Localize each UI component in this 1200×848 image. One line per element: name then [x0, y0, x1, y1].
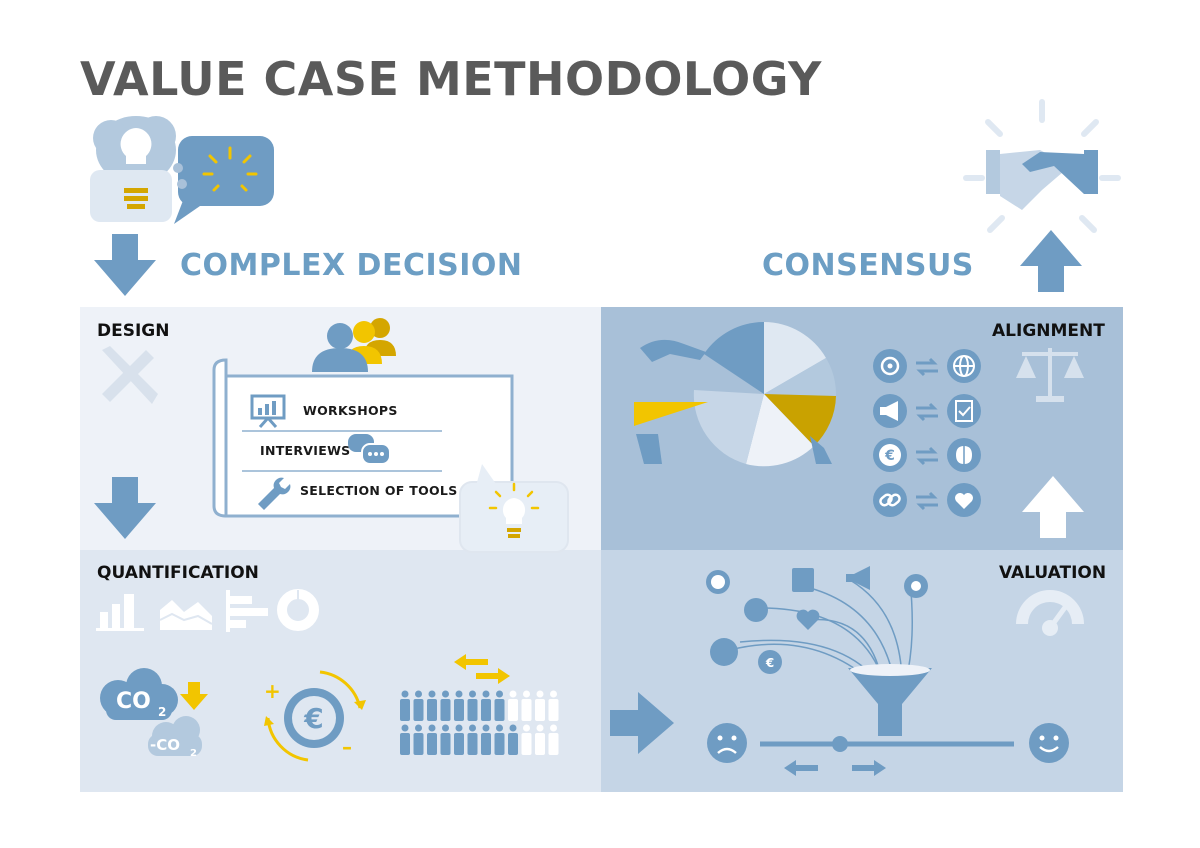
person-figure	[535, 690, 545, 721]
up-arrow-icon	[1020, 230, 1082, 292]
target-icon	[873, 349, 907, 383]
euro-cycle-icon: € + –	[264, 670, 366, 762]
person-figure	[454, 690, 464, 721]
co2-cloud-icon: CO 2 -CO 2	[100, 668, 208, 759]
heart-icon	[947, 483, 981, 517]
exchange-arrows-icon	[916, 402, 938, 422]
bar-horizontal-icon	[226, 590, 268, 632]
ruler-pencil-icon	[102, 346, 158, 404]
idea-bubble-icon	[459, 464, 569, 553]
lightbulb-icon	[90, 116, 176, 222]
exchange-arrows-gold-icon	[454, 654, 510, 684]
exchange-arrows-icon	[916, 491, 938, 511]
person-figure	[467, 690, 478, 721]
person-figure	[440, 690, 451, 721]
svg-text:+: +	[264, 679, 281, 703]
people-icon	[312, 318, 396, 372]
up-arrow-white-icon	[1022, 476, 1084, 538]
person-figure	[400, 690, 410, 721]
person-figure	[481, 724, 491, 755]
person-figure	[427, 724, 437, 755]
person-figure	[508, 690, 518, 721]
svg-text:€: €	[884, 448, 895, 464]
svg-text:–: –	[342, 735, 352, 759]
gauge-icon	[1016, 590, 1084, 636]
svg-text:-CO: -CO	[150, 736, 180, 754]
svg-text:€: €	[765, 656, 774, 670]
person-figure	[521, 724, 532, 755]
person-figure	[508, 724, 518, 755]
person-figure	[548, 724, 559, 755]
person-figure	[413, 690, 424, 721]
euro-icon: €	[873, 438, 907, 472]
svg-text:2: 2	[158, 705, 166, 719]
page-title: VALUE CASE METHODOLOGY	[80, 52, 822, 106]
person-figure	[440, 724, 451, 755]
person-figure	[427, 690, 437, 721]
svg-text:€: €	[303, 702, 323, 735]
down-arrow-icon	[94, 234, 156, 296]
down-arrow-design-icon	[94, 477, 156, 539]
step-selection-of-tools: SELECTION OF TOOLS	[300, 483, 458, 498]
person-figure	[535, 724, 545, 755]
valuation-label: VALUATION	[999, 563, 1107, 583]
happy-face-icon	[1029, 723, 1069, 763]
person-figure	[413, 724, 424, 755]
person-figure	[521, 690, 532, 721]
exchange-arrows-icon	[916, 446, 938, 466]
population-icon	[400, 690, 559, 755]
headline-consensus: CONSENSUS	[762, 248, 974, 283]
person-figure	[481, 690, 491, 721]
person-figure	[494, 724, 505, 755]
area-chart-icon	[159, 600, 213, 630]
step-interviews: INTERVIEWS	[260, 443, 351, 458]
person-figure	[400, 724, 410, 755]
presentation-icon	[250, 394, 286, 428]
valuation-flow: €	[706, 566, 1014, 776]
checklist-icon	[947, 394, 981, 428]
design-label: DESIGN	[97, 321, 170, 341]
svg-text:2: 2	[190, 748, 197, 759]
megaphone-icon	[873, 394, 907, 428]
exchange-arrows-icon	[916, 357, 938, 377]
chat-icon	[348, 434, 391, 465]
person-figure	[494, 690, 505, 721]
right-arrow-icon	[610, 692, 674, 754]
scale-icon	[1016, 348, 1084, 402]
headline-complex-decision: COMPLEX DECISION	[180, 248, 523, 283]
person-figure	[467, 724, 478, 755]
pie-chart-icon	[634, 321, 837, 467]
person-figure	[454, 724, 464, 755]
alignment-label: ALIGNMENT	[992, 321, 1105, 341]
wrench-icon	[258, 477, 291, 510]
link-icon	[873, 483, 907, 517]
bar-chart-icon	[96, 594, 144, 631]
quantification-label: QUANTIFICATION	[97, 563, 259, 583]
handshake-icon	[963, 99, 1121, 233]
svg-text:CO: CO	[116, 689, 151, 714]
sad-face-icon	[707, 723, 747, 763]
donut-icon	[277, 589, 319, 631]
speech-bubble-icon	[173, 136, 274, 224]
brain-icon	[947, 438, 981, 472]
step-workshops: WORKSHOPS	[303, 403, 398, 418]
person-figure	[548, 690, 559, 721]
globe-icon	[947, 349, 981, 383]
